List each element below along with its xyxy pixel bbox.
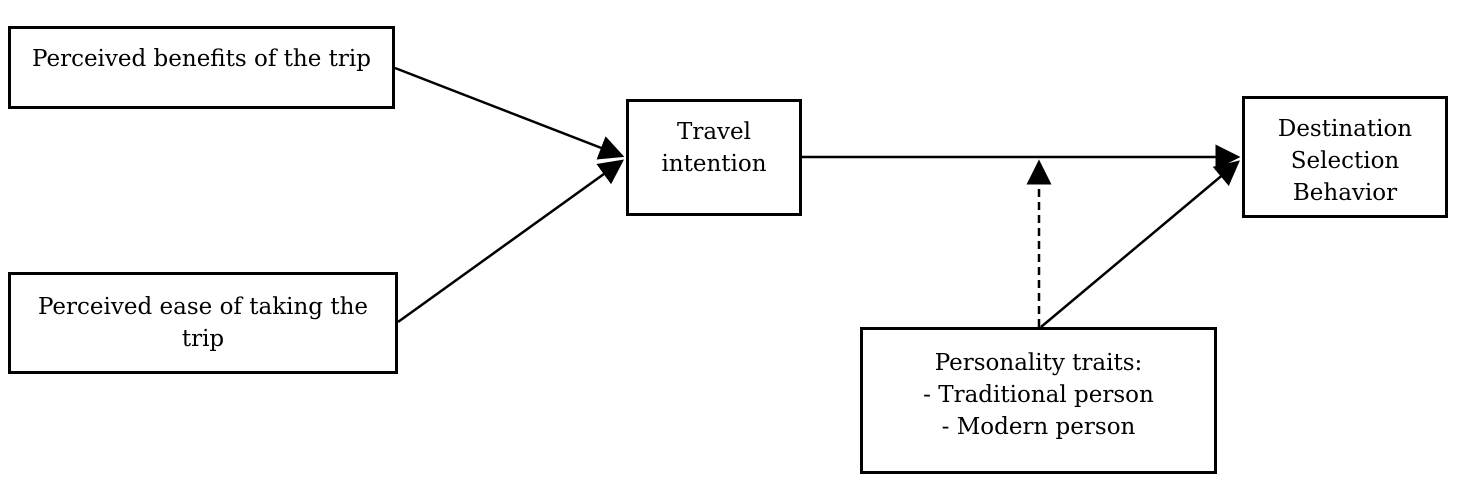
arrow-traits-to-destination bbox=[1040, 160, 1240, 328]
node-personality-traits: Personality traits: - Traditional person… bbox=[860, 327, 1217, 474]
node-destination-line-1: Destination bbox=[1277, 116, 1413, 142]
node-perceived-ease-line-1: Perceived ease of taking the bbox=[37, 294, 369, 320]
node-destination-selection-behavior: Destination Selection Behavior bbox=[1242, 96, 1448, 218]
arrow-ease-to-intention bbox=[397, 159, 625, 324]
node-perceived-ease: Perceived ease of taking the trip bbox=[8, 272, 398, 374]
node-destination-line-3: Behavior bbox=[1292, 180, 1398, 206]
node-travel-intention: Travel intention bbox=[626, 99, 802, 216]
node-perceived-ease-line-2: trip bbox=[181, 326, 225, 352]
node-travel-intention-line-1: Travel bbox=[676, 119, 751, 145]
node-personality-traits-line-1: Personality traits: bbox=[934, 350, 1143, 376]
node-personality-traits-line-2: - Traditional person bbox=[923, 382, 1154, 408]
node-personality-traits-line-3: - Modern person bbox=[941, 414, 1136, 440]
arrow-benefits-to-intention bbox=[394, 66, 625, 160]
node-perceived-benefits: Perceived benefits of the trip bbox=[8, 26, 395, 109]
node-perceived-benefits-line-1: Perceived benefits of the trip bbox=[32, 46, 371, 72]
node-travel-intention-line-2: intention bbox=[661, 151, 767, 177]
node-destination-line-2: Selection bbox=[1290, 148, 1400, 174]
